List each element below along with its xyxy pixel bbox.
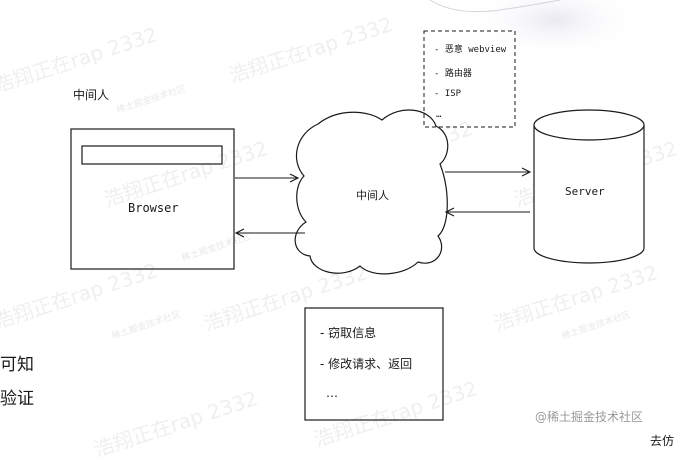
server-cylinder-body: [533, 125, 645, 264]
browser-address-bar: [81, 145, 223, 165]
side-text-line1: 可知: [0, 355, 34, 375]
cloud-label: 中间人: [356, 189, 389, 202]
browser-label: Browser: [128, 201, 179, 215]
side-text-line2: 验证: [0, 389, 34, 409]
site-credit-watermark: @稀土掘金技术社区: [535, 410, 644, 424]
list-item: …: [326, 386, 338, 400]
list-item: - 路由器: [434, 69, 472, 79]
background-blob: [465, 0, 645, 60]
browser-window: [70, 128, 235, 270]
middleman-types-box: [423, 30, 516, 128]
list-item: - 窃取信息: [320, 326, 377, 340]
list-item: …: [436, 110, 442, 120]
list-item: - 恶意 webview: [434, 45, 507, 55]
middleman-cloud: [294, 109, 449, 275]
attack-actions-box: [304, 307, 444, 421]
list-item: - ISP: [434, 89, 462, 99]
middleman-label-top: 中间人: [73, 88, 110, 102]
server-cylinder-top: [533, 109, 645, 141]
background-decoration: [429, 0, 561, 13]
server-label: Server: [565, 185, 605, 198]
diagram-canvas: [70, 0, 645, 421]
list-item: - 修改请求、返回: [320, 357, 413, 371]
